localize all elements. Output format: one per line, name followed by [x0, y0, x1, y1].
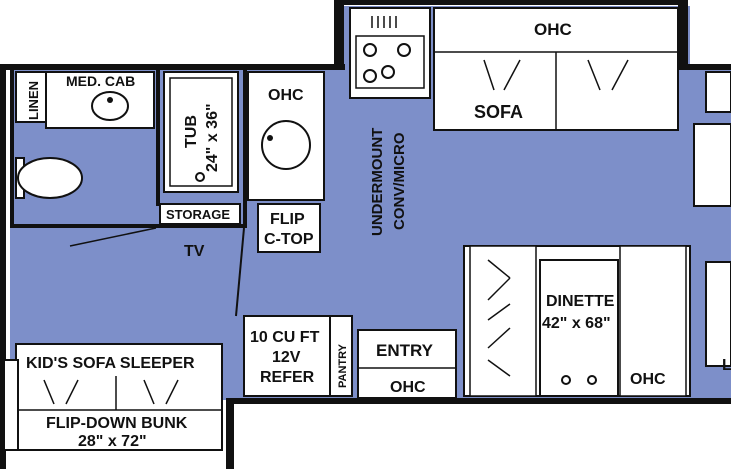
sofa: OHC SOFA [433, 7, 679, 131]
flip-label: FLIP [270, 211, 305, 228]
conv-micro-label: CONV/MICRO [391, 132, 408, 230]
dinette-label: DINETTE [546, 293, 615, 310]
tub: TUB 24" x 36" [163, 71, 239, 193]
sofa-label: SOFA [474, 102, 523, 122]
flip-c-top: FLIP C-TOP [257, 203, 321, 253]
kids-sofa-sleeper-label: KID'S SOFA SLEEPER [26, 355, 195, 372]
storage-label: STORAGE [166, 207, 230, 222]
galley-counter: OHC [247, 71, 325, 201]
ohc-entry-label: OHC [390, 379, 426, 396]
cab-seats [693, 71, 731, 367]
entry-label: ENTRY [376, 341, 434, 360]
entry: ENTRY OHC [357, 329, 457, 399]
flip-down-bunk-label: FLIP-DOWN BUNK [46, 415, 188, 432]
refer-label-1: 10 CU FT [250, 329, 320, 346]
ohc-galley-label: OHC [268, 87, 304, 104]
storage: STORAGE [159, 203, 241, 225]
linen-cabinet: LINEN [15, 71, 47, 123]
toilet-icon [15, 157, 83, 199]
c-top-label: C-TOP [264, 231, 314, 248]
bunk-size-label: 28" x 72" [78, 433, 147, 450]
ohc-dinette-label: OHC [630, 371, 666, 388]
refrigerator: 10 CU FT 12V REFER PANTRY [243, 315, 353, 397]
dinette-size-label: 42" x 68" [542, 315, 611, 332]
linen-label: LINEN [26, 81, 41, 120]
partial-letter-label: L [722, 357, 731, 374]
vanity: MED. CAB [45, 71, 155, 129]
stove-icon [349, 7, 431, 99]
refer-label-3: REFER [260, 369, 315, 386]
undermount-label: UNDERMOUNT [369, 128, 386, 236]
dinette: DINETTE 42" x 68" OHC [463, 245, 691, 397]
refer-label-2: 12V [272, 349, 301, 366]
kids-sofa-sleeper: KID'S SOFA SLEEPER FLIP-DOWN BUNK 28" x … [3, 343, 223, 451]
bath-door [69, 227, 157, 247]
tub-size-label: 24" x 36" [204, 103, 221, 172]
med-cab-label: MED. CAB [66, 73, 135, 89]
tv-label: TV [184, 243, 205, 260]
ohc-front-label: OHC [534, 20, 572, 39]
tub-label: TUB [183, 115, 200, 148]
pantry-label: PANTRY [337, 343, 349, 388]
